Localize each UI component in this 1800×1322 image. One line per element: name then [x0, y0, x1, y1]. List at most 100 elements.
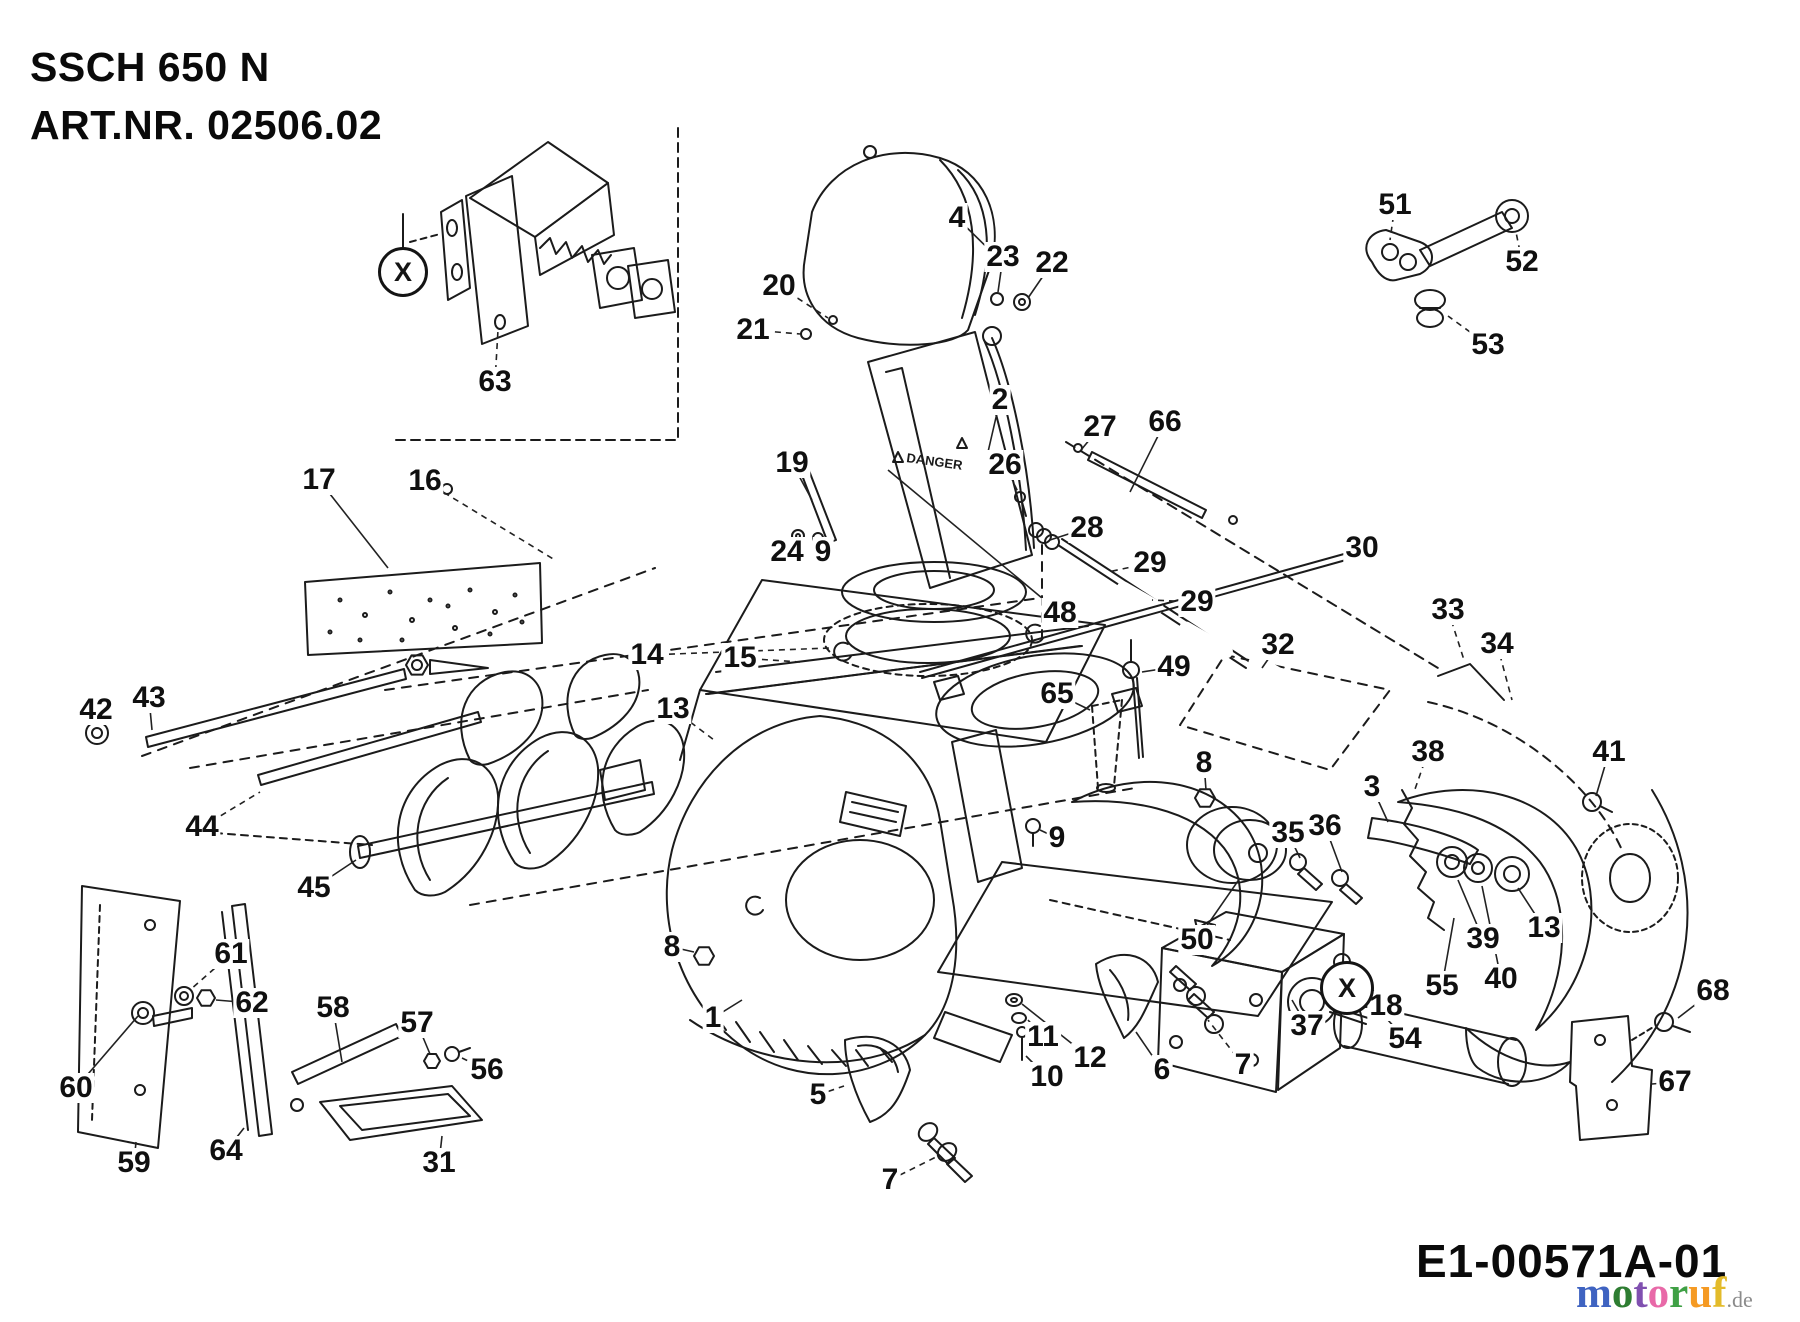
callout-36: 36 [1306, 809, 1344, 842]
callout-66: 66 [1146, 405, 1184, 438]
leader-line-16 [424, 480, 556, 561]
housing-group [665, 579, 1333, 1076]
callout-42: 42 [77, 693, 115, 726]
callout-29: 29 [1131, 546, 1169, 579]
callout-52: 52 [1503, 245, 1541, 278]
callout-57: 57 [398, 1006, 436, 1039]
leader-line-29 [1151, 599, 1198, 603]
watermark-letter: t [1633, 1270, 1648, 1317]
watermark-letter: o [1647, 1270, 1670, 1317]
callout-20: 20 [760, 269, 798, 302]
watermark-logo: motoruf.de [1576, 1272, 1753, 1315]
leader-line-63 [494, 329, 499, 383]
callout-1: 1 [702, 1001, 724, 1034]
callout-13: 13 [1525, 911, 1563, 944]
callout-38: 38 [1409, 735, 1447, 768]
callout-31: 31 [420, 1146, 458, 1179]
callout-51: 51 [1376, 188, 1414, 221]
callout-2: 2 [989, 383, 1011, 416]
small-parts-group [693, 639, 1224, 1183]
callout-4: 4 [946, 201, 968, 234]
callout-15: 15 [721, 641, 759, 674]
watermark-letter: r [1669, 1270, 1689, 1317]
watermark-letter: o [1611, 1270, 1634, 1317]
callout-44: 44 [183, 810, 221, 843]
chute-group: DANGER [791, 326, 1035, 677]
leader-line-33 [1447, 609, 1465, 661]
model-name: SSCH 650 N [30, 44, 270, 90]
callout-37: 37 [1288, 1009, 1326, 1042]
auger-and-rods [85, 653, 686, 897]
inset-detail-box [394, 127, 679, 441]
watermark-tld: .de [1726, 1287, 1753, 1312]
watermark-letter: u [1688, 1270, 1713, 1317]
callout-67: 67 [1656, 1065, 1694, 1098]
callout-65: 65 [1038, 677, 1076, 710]
callout-5: 5 [807, 1078, 829, 1111]
callout-24: 24 [768, 535, 806, 568]
callout-45: 45 [295, 871, 333, 904]
callout-68: 68 [1694, 974, 1732, 1007]
leader-line-53 [1447, 315, 1489, 346]
callout-54: 54 [1386, 1022, 1424, 1055]
callout-11: 11 [1025, 1020, 1061, 1053]
diagram-code: E1-00571A-01 [1416, 1235, 1728, 1287]
callout-29: 29 [1178, 585, 1216, 618]
callout-30: 30 [1343, 531, 1381, 564]
leader-line-48 [887, 469, 1061, 614]
callout-59: 59 [115, 1146, 153, 1179]
callout-16: 16 [406, 464, 444, 497]
mounting-bracket-63 [440, 141, 676, 345]
watermark-letter: f [1712, 1270, 1727, 1317]
callout-18: 18 [1367, 989, 1405, 1022]
callout-39: 39 [1464, 922, 1502, 955]
detail-marker-X: X [1320, 961, 1374, 1015]
callout-9: 9 [1046, 821, 1068, 854]
callout-23: 23 [984, 240, 1022, 273]
callout-33: 33 [1429, 593, 1467, 626]
page-title: SSCH 650 N ART.NR. 02506.02 [30, 38, 382, 154]
callout-49: 49 [1155, 650, 1193, 683]
watermark-letter: m [1576, 1270, 1612, 1317]
leader-line-7 [1207, 1019, 1244, 1066]
callout-14: 14 [628, 638, 666, 671]
callout-41: 41 [1590, 735, 1628, 768]
callout-34: 34 [1478, 627, 1516, 660]
callout-48: 48 [1041, 596, 1079, 629]
callout-32: 32 [1259, 628, 1297, 661]
callout-56: 56 [468, 1053, 506, 1086]
control-rod-group [919, 441, 1530, 723]
callout-19: 19 [773, 446, 811, 479]
leader-line-61 [189, 953, 232, 991]
callout-9: 9 [812, 535, 834, 568]
callout-7: 7 [879, 1163, 901, 1196]
callout-22: 22 [1033, 246, 1071, 279]
callout-63: 63 [476, 365, 514, 398]
callout-10: 10 [1028, 1060, 1066, 1093]
callout-58: 58 [314, 991, 352, 1024]
article-number: ART.NR. 02506.02 [30, 102, 383, 149]
leader-line-38 [1413, 751, 1429, 793]
detail-marker-X: X [378, 247, 428, 297]
callout-43: 43 [130, 681, 168, 714]
callout-55: 55 [1423, 969, 1461, 1002]
callout-53: 53 [1469, 328, 1507, 361]
callout-8: 8 [661, 930, 683, 963]
callout-8: 8 [1193, 746, 1215, 779]
callout-60: 60 [57, 1071, 95, 1104]
callout-50: 50 [1178, 923, 1216, 956]
callout-64: 64 [207, 1134, 245, 1167]
sprocket-group [1289, 701, 1689, 1083]
callout-13: 13 [654, 692, 692, 725]
callout-17: 17 [300, 463, 338, 496]
callout-35: 35 [1269, 816, 1307, 849]
callout-26: 26 [986, 448, 1024, 481]
callout-40: 40 [1482, 962, 1520, 995]
mount-plate-group [1569, 1012, 1691, 1141]
callout-3: 3 [1361, 770, 1383, 803]
leader-line-13 [672, 708, 715, 741]
callout-7: 7 [1232, 1048, 1254, 1081]
leader-line-7 [889, 1155, 939, 1181]
